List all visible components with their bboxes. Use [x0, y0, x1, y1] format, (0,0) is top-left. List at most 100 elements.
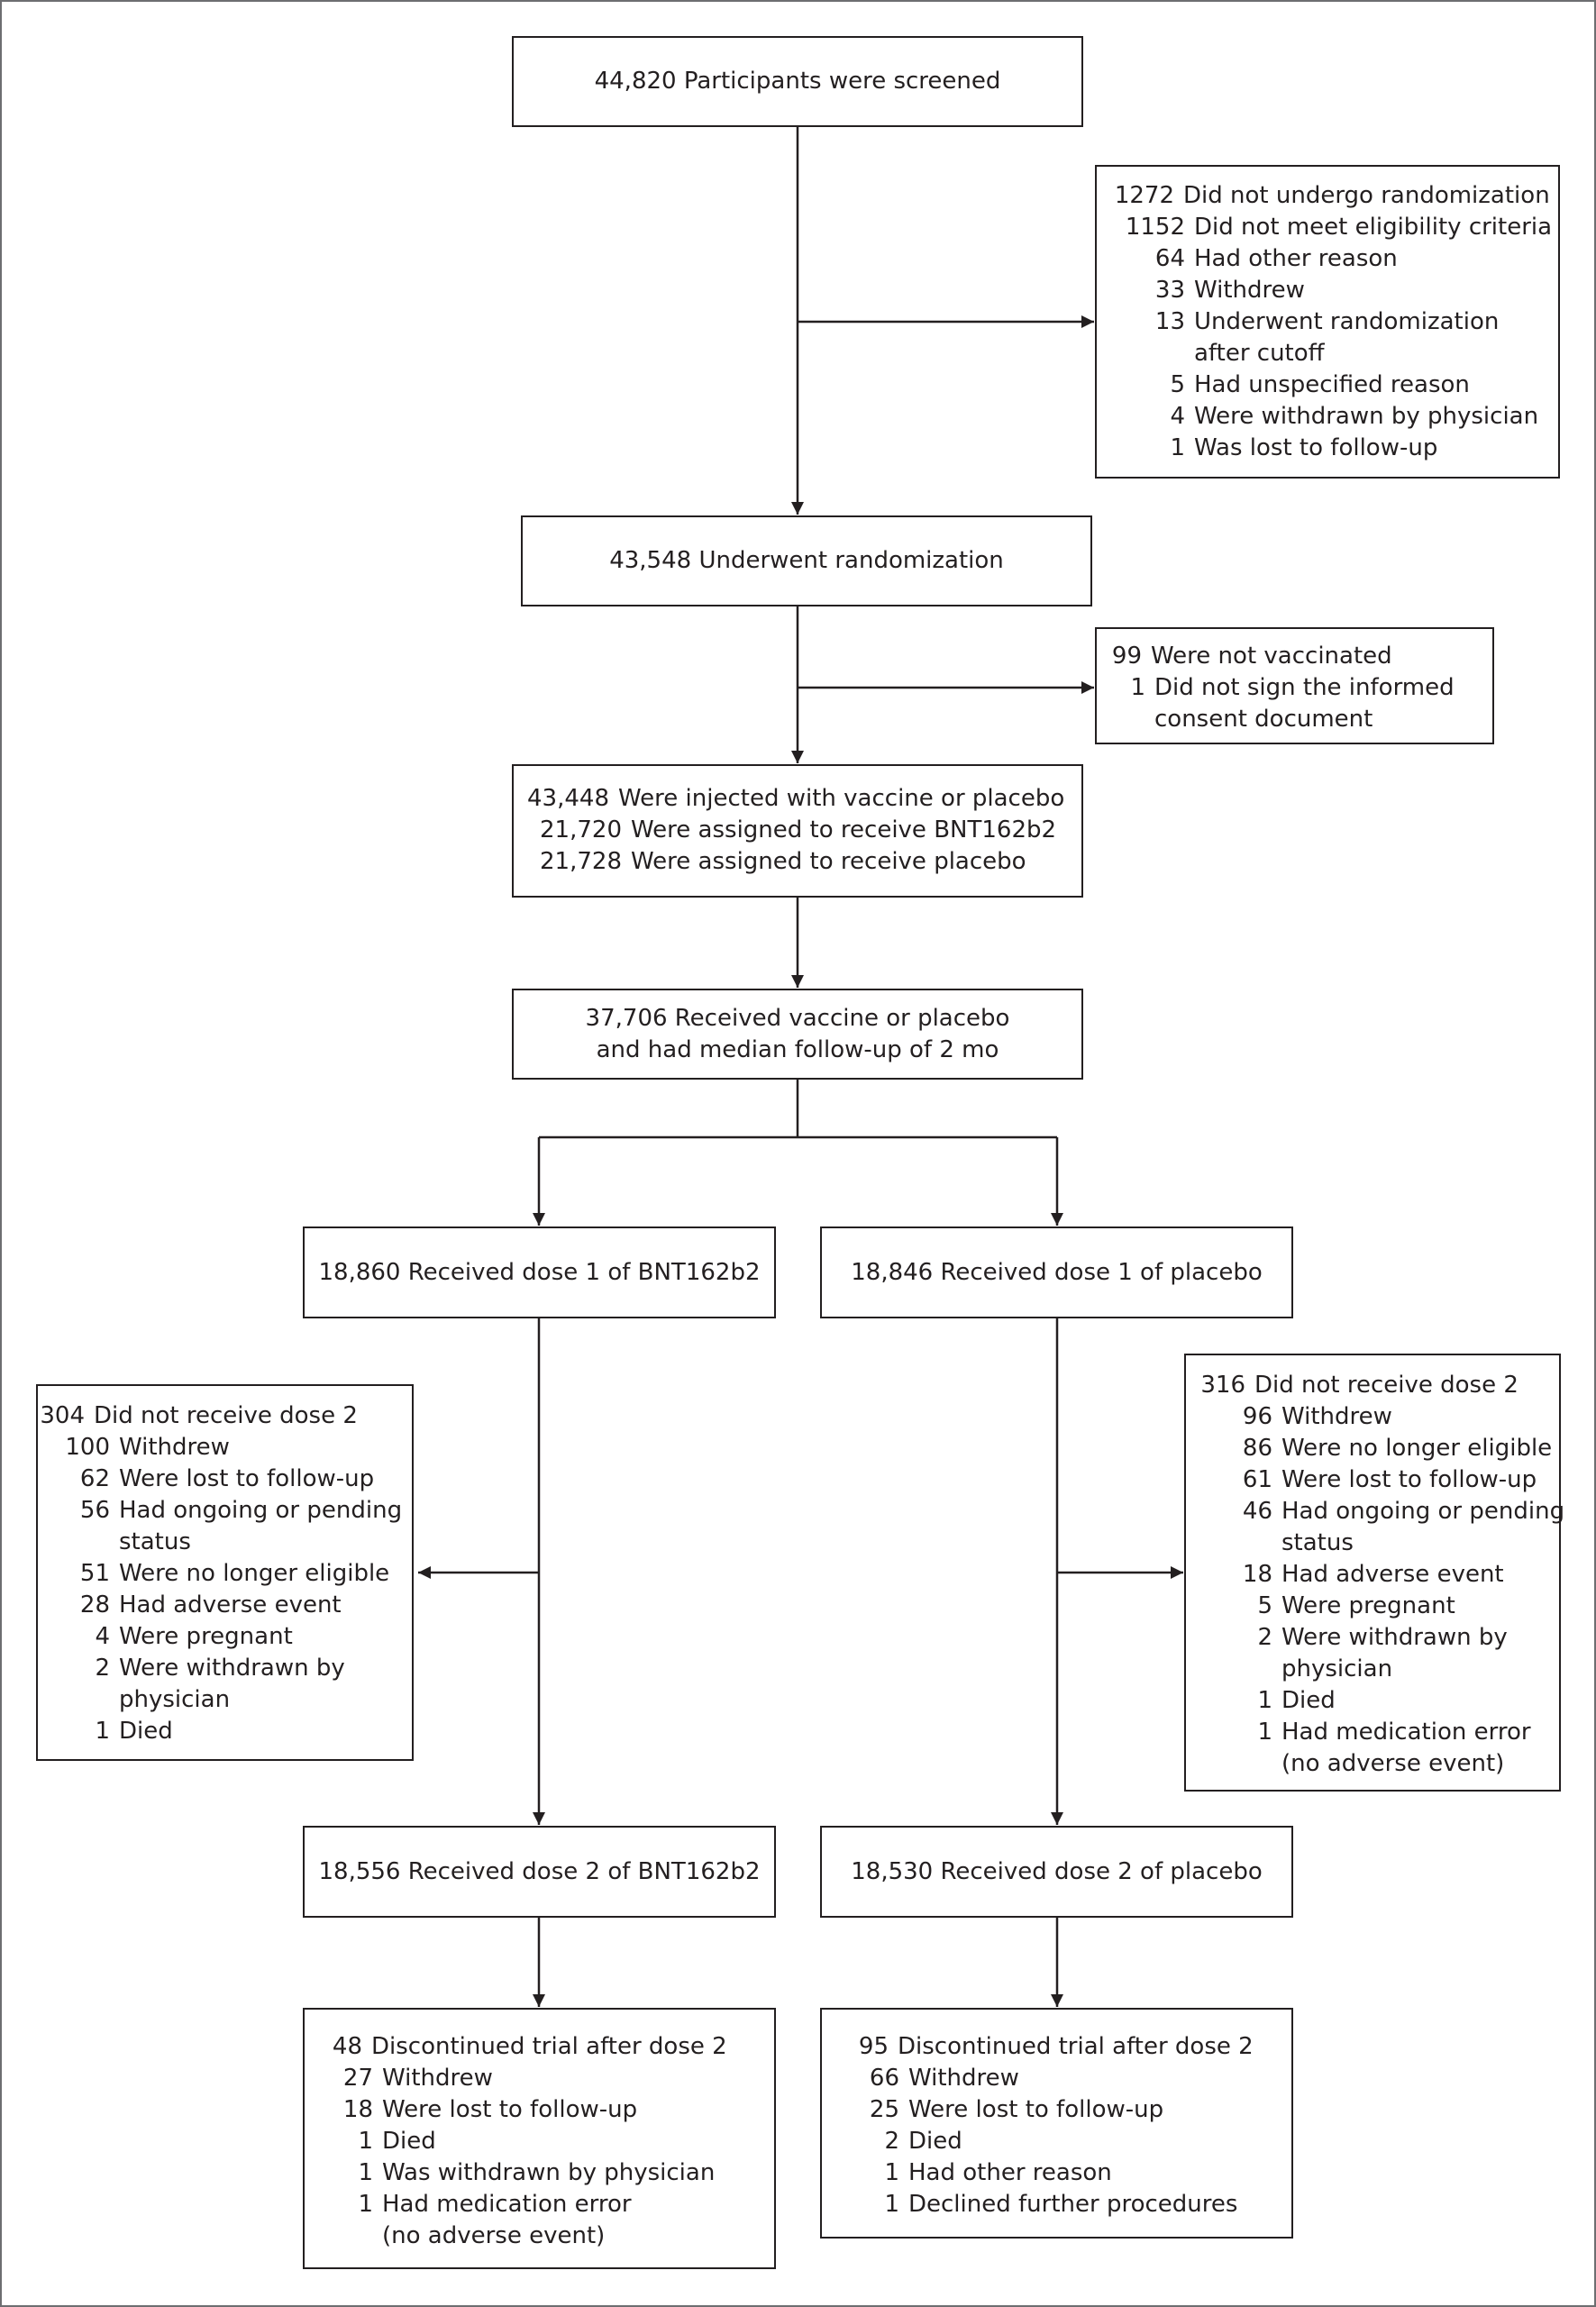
row-count: 18 — [342, 2096, 373, 2123]
list-row: 96 Withdrew — [1226, 1401, 1550, 1433]
row-label: status — [1281, 1529, 1354, 1556]
list-row: (no adverse event) — [1226, 1748, 1550, 1780]
list-row: 21,720 Were assigned to receive BNT162b2 — [539, 815, 1072, 846]
row-label: Withdrew — [1281, 1403, 1392, 1430]
row-label: Died — [1281, 1687, 1336, 1714]
row-count: 316 — [1200, 1372, 1245, 1399]
row-count: 2 — [95, 1655, 110, 1682]
row-label: Declined further procedures — [908, 2191, 1238, 2218]
row-count: 2 — [1257, 1624, 1272, 1651]
row-label: physician — [1281, 1655, 1393, 1682]
row-count: 2 — [884, 2128, 899, 2155]
row-count: 43,448 — [527, 785, 609, 812]
row-label: Had adverse event — [119, 1591, 342, 1619]
row-label: status — [119, 1528, 191, 1555]
row-count: 304 — [40, 1402, 85, 1429]
row-label: Were assigned to receive BNT162b2 — [631, 816, 1057, 843]
list-row: physician — [1226, 1654, 1550, 1685]
row-count: 21,728 — [540, 848, 622, 875]
list-row: (no adverse event) — [341, 2220, 765, 2252]
row-count: 48 — [332, 2033, 362, 2060]
list-row: 18 Were lost to follow-up — [341, 2094, 765, 2126]
row-count — [1109, 704, 1145, 735]
row-count: 5 — [1257, 1592, 1272, 1619]
row-label: Were not vaccinated — [1151, 643, 1392, 670]
list-row: status — [65, 1527, 403, 1558]
screened-box: 44,820 Participants were screened — [512, 36, 1083, 127]
list-row: consent document — [1109, 704, 1480, 735]
row-label: Were pregnant — [119, 1623, 293, 1650]
row-count — [1226, 1748, 1272, 1780]
row-count: 18 — [1242, 1561, 1272, 1588]
list-row: 48 Discontinued trial after dose 2 — [333, 2031, 765, 2063]
row-label: Were injected with vaccine or placebo — [618, 785, 1065, 812]
row-count: 1 — [1170, 434, 1185, 461]
row-count: 56 — [79, 1497, 110, 1524]
row-label: Did not undergo randomization — [1183, 182, 1550, 209]
row-count: 4 — [1170, 403, 1185, 430]
row-count — [65, 1527, 110, 1558]
list-row: 4 Were withdrawn by physician — [1106, 401, 1549, 433]
row-count: 1 — [358, 2159, 373, 2186]
row-label: physician — [119, 1686, 231, 1713]
row-label: Had unspecified reason — [1194, 371, 1470, 398]
dose2-placebo-box: 18,530 Received dose 2 of placebo — [820, 1826, 1293, 1918]
row-count: 21,720 — [540, 816, 622, 843]
row-label: Were pregnant — [1281, 1592, 1455, 1619]
list-row: 21,728 Were assigned to receive placebo — [539, 846, 1072, 878]
list-row: 43,448 Were injected with vaccine or plac… — [527, 783, 1072, 815]
row-count: 96 — [1242, 1403, 1272, 1430]
box-line: 18,530 Received dose 2 of placebo — [851, 1857, 1263, 1885]
row-label: Were lost to follow-up — [1281, 1466, 1537, 1493]
row-count: 1 — [358, 2128, 373, 2155]
row-count: 95 — [858, 2033, 889, 2060]
row-label: Did not meet eligibility criteria — [1194, 214, 1553, 241]
row-label: Did not receive dose 2 — [94, 1402, 358, 1429]
row-count: 1 — [1257, 1719, 1272, 1746]
box-line: 37,706 Received vaccine or placebo — [585, 1004, 1010, 1032]
row-label: Died — [382, 2128, 436, 2155]
row-count — [1106, 338, 1185, 369]
row-label: Were withdrawn by physician — [1194, 403, 1539, 430]
row-label: Withdrew — [382, 2065, 493, 2092]
row-label: Were withdrawn by — [119, 1655, 345, 1682]
list-row: 2 Died — [867, 2126, 1282, 2157]
row-label: Died — [908, 2128, 962, 2155]
row-count: 5 — [1170, 371, 1185, 398]
row-count: 4 — [95, 1623, 110, 1650]
box-line: and had median follow-up of 2 mo — [596, 1035, 999, 1063]
row-label: Withdrew — [908, 2065, 1019, 2092]
row-label: Were assigned to receive placebo — [631, 848, 1026, 875]
row-count: 1 — [358, 2191, 373, 2218]
box-line: 18,846 Received dose 1 of placebo — [851, 1258, 1263, 1286]
row-label: Had other reason — [908, 2159, 1112, 2186]
row-count: 25 — [869, 2096, 899, 2123]
row-label: consent document — [1154, 706, 1373, 733]
row-label: Were lost to follow-up — [382, 2096, 638, 2123]
injected-box: 43,448 Were injected with vaccine or plac… — [512, 764, 1083, 898]
row-label: Discontinued trial after dose 2 — [371, 2033, 727, 2060]
randomized-box: 43,548 Underwent randomization — [521, 515, 1092, 606]
row-count: 33 — [1154, 277, 1185, 304]
